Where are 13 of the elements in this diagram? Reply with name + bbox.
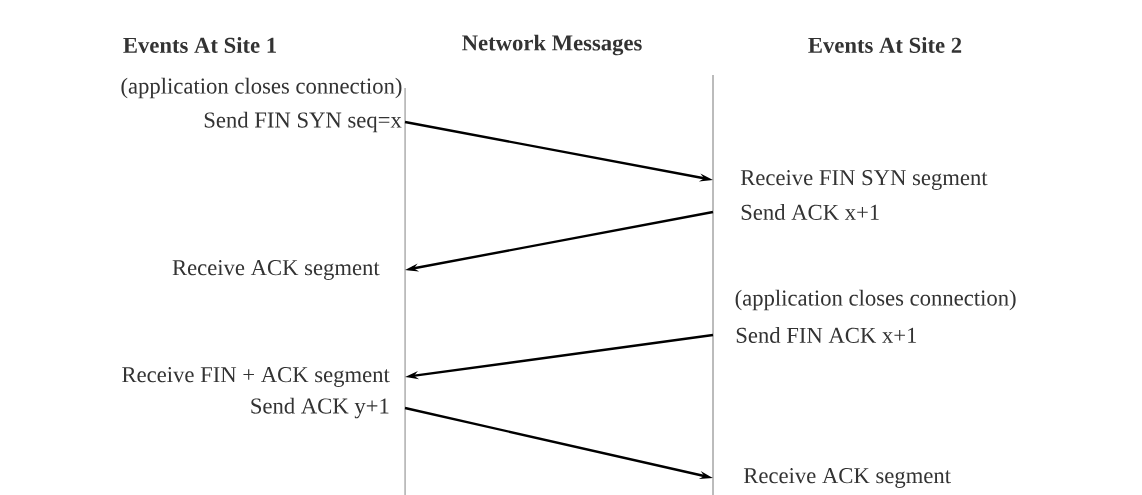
event-text: Send FIN SYN seq=x bbox=[204, 111, 402, 133]
event-note: (application closes connection) bbox=[735, 289, 1016, 311]
event-text: Receive ACK segment bbox=[743, 468, 951, 488]
event-text: Send ACK x+1 bbox=[741, 204, 879, 220]
event-text: Receive FIN + ACK segment bbox=[122, 367, 390, 387]
event-text: Receive ACK segment bbox=[172, 260, 380, 280]
column-heading: Network Messages bbox=[462, 34, 642, 56]
event-text: Send ACK y+1 bbox=[251, 397, 389, 419]
event-note: (application closes connection) bbox=[121, 77, 402, 99]
event-text: Receive FIN SYN segment bbox=[740, 170, 988, 190]
column-heading: Events At Site 2 bbox=[808, 37, 962, 53]
event-text: Send FIN ACK x+1 bbox=[736, 327, 917, 343]
column-heading: Events At Site 1 bbox=[123, 37, 276, 53]
